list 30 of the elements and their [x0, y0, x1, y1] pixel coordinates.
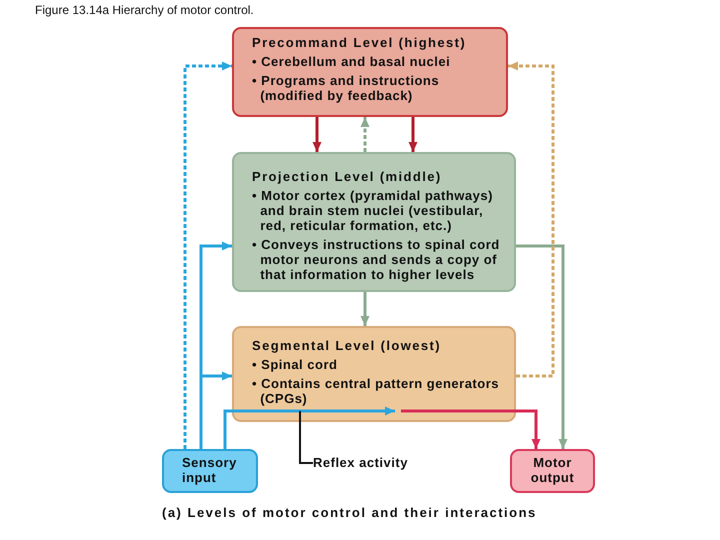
bullet-text: • Cerebellum and basal nuclei	[252, 54, 452, 69]
level-panel	[232, 152, 516, 292]
arrow	[312, 117, 322, 152]
bullet-text: • Motor cortex (pyramidal pathways) and brain stem nuclei (vestibular, red, reticular formation, etc.)	[252, 188, 494, 233]
output-panel	[510, 449, 595, 493]
arrow	[184, 62, 232, 449]
arrow	[360, 117, 370, 152]
arrow	[408, 117, 418, 152]
panel-label: Sensory input	[182, 455, 238, 485]
level-heading: Precommand Level (highest)	[252, 35, 468, 50]
level-panel	[232, 326, 516, 422]
level-heading: Projection Level (middle)	[252, 169, 443, 184]
arrow	[516, 244, 568, 449]
level-panel	[232, 27, 508, 117]
arrow	[401, 410, 540, 449]
bullet-text: • Spinal cord	[252, 357, 338, 372]
figure-caption: (a) Levels of motor control and their interactions	[162, 505, 537, 521]
level-heading: Segmental Level (lowest)	[252, 338, 442, 353]
arrow	[200, 372, 232, 449]
annotation-text: Reflex activity	[313, 455, 409, 470]
sensory-panel	[162, 449, 258, 493]
arrow	[360, 292, 370, 326]
leader-line	[299, 411, 313, 464]
bullet-text: • Conveys instructions to spinal cord motor neurons and sends a copy of that information to higher levels	[252, 237, 501, 282]
arrow	[508, 62, 554, 378]
panel-label: Motor output	[530, 455, 576, 485]
figure-title: Figure 13.14a Hierarchy of motor control.	[35, 3, 254, 17]
bullet-text: • Programs and instructions (modified by feedback)	[252, 73, 440, 103]
bullet-text: • Contains central pattern generators (CPGs)	[252, 376, 500, 406]
arrow	[224, 406, 395, 449]
